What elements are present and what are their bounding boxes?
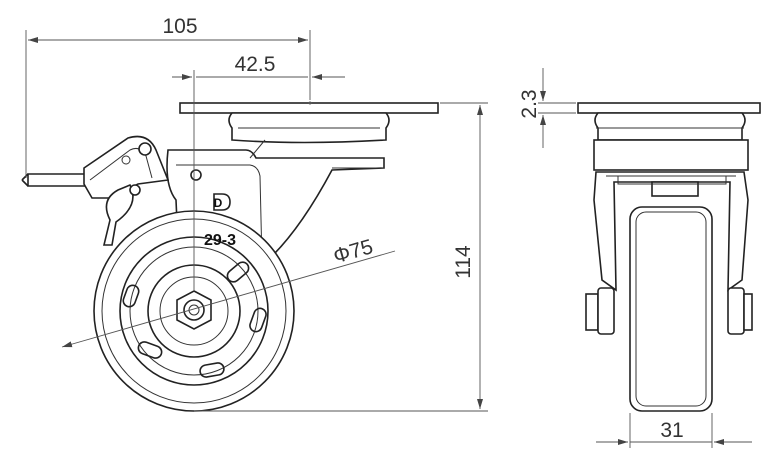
brake-pedal (21, 135, 202, 246)
axle-nut (176, 290, 212, 330)
dim-overall-height: 114 (452, 245, 475, 279)
brand-logo: D (213, 193, 231, 211)
dimension-42-5: 42.5 (172, 53, 345, 290)
dim-wheel-diameter: Φ75 (331, 235, 376, 268)
front-fork (593, 171, 749, 292)
dim-overall-length: 105 (162, 15, 197, 38)
dimension-105: 105 (25, 15, 311, 178)
dim-offset: 42.5 (235, 53, 276, 76)
dim-wheel-width: 31 (660, 419, 683, 442)
dimension-114: 114 (194, 102, 488, 412)
front-wheel (629, 206, 713, 412)
side-view: D 29-3 105 42.5 Φ75 (21, 15, 488, 412)
front-view: 2.3 31 (518, 68, 761, 448)
logo-letter: D (214, 196, 223, 210)
dimension-2-3: 2.3 (518, 68, 576, 148)
dimension-31: 31 (596, 413, 752, 448)
front-mounting-plate (577, 102, 761, 114)
part-number: 29-3 (204, 232, 236, 249)
dim-plate-thickness: 2.3 (518, 89, 541, 118)
mounting-plate (179, 102, 439, 114)
